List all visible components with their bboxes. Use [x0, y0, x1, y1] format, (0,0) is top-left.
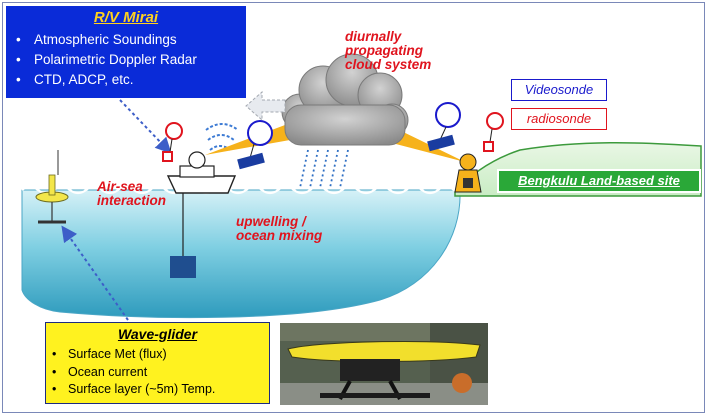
- mirai-item: CTD, ADCP, etc.: [16, 70, 197, 90]
- wave-glider-list: Surface Met (flux) Ocean current Surface…: [52, 346, 215, 399]
- wave-glider-title: Wave-glider: [117, 326, 198, 342]
- videosonde-balloon-land: [427, 102, 461, 152]
- upwelling-label: upwelling / ocean mixing: [236, 214, 323, 243]
- radiosonde-balloon-land: [483, 112, 504, 152]
- mirai-item: Atmospheric Soundings: [16, 30, 197, 50]
- mirai-title: R/V Mirai: [93, 9, 159, 26]
- radiosonde-balloon-ship: [162, 122, 183, 162]
- air-sea-label: Air-sea interaction: [97, 179, 167, 208]
- radiosonde-legend: radiosonde: [511, 108, 607, 130]
- videosonde-balloon-ship: [237, 120, 273, 170]
- mirai-info-box: R/V Mirai Atmospheric Soundings Polarime…: [6, 6, 246, 98]
- wave-glider-item: Surface Met (flux): [52, 346, 215, 364]
- radar-waves: [205, 123, 239, 151]
- cloud-label: diurnally propagating cloud system: [345, 29, 432, 72]
- research-vessel: [166, 151, 237, 278]
- wave-glider-photo: [280, 323, 488, 405]
- videosonde-legend: Videosonde: [511, 79, 607, 101]
- land-station: [454, 153, 482, 193]
- ocean: [21, 189, 461, 319]
- wave-glider-item: Surface layer (~5m) Temp.: [52, 381, 215, 399]
- mirai-pointer-arrow: [119, 99, 172, 154]
- ocean-surface-waves: [21, 185, 471, 195]
- cloud-system: [281, 53, 409, 146]
- land-site-label: Bengkulu Land-based site: [497, 169, 701, 193]
- wave-glider-item: Ocean current: [52, 364, 215, 382]
- mirai-item: Polarimetric Doppler Radar: [16, 50, 197, 70]
- mirai-list: Atmospheric Soundings Polarimetric Doppl…: [16, 30, 197, 90]
- wave-glider-info-box: Wave-glider Surface Met (flux) Ocean cur…: [45, 322, 270, 404]
- propagation-arrow: [245, 90, 286, 122]
- rain: [299, 149, 349, 189]
